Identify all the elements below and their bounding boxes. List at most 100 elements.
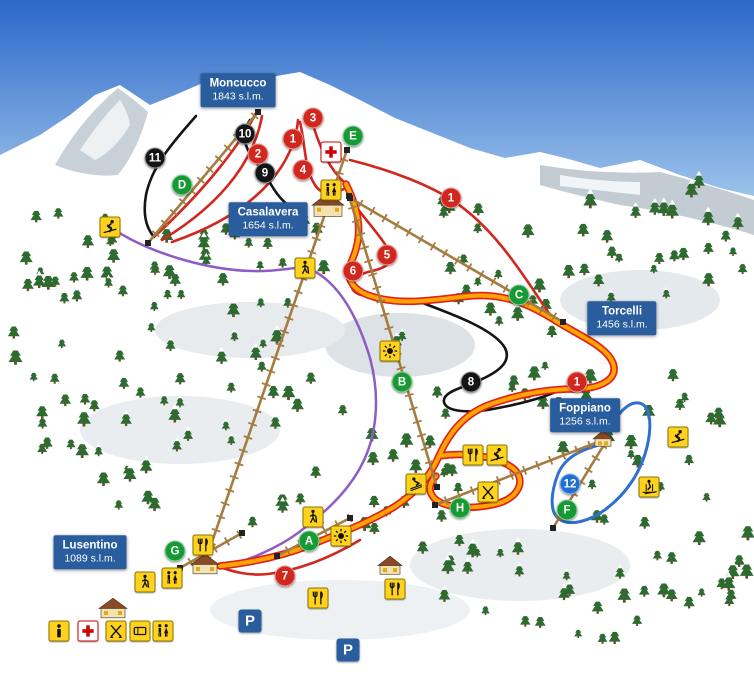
tree-icon bbox=[668, 246, 680, 262]
tree-icon bbox=[739, 558, 754, 579]
tree-icon bbox=[473, 274, 482, 287]
tree-icon bbox=[120, 409, 132, 427]
tree-icon bbox=[226, 378, 236, 393]
tree-icon bbox=[614, 250, 624, 263]
piste-marker-8: 8 bbox=[460, 371, 482, 393]
lift-marker-E: E bbox=[342, 125, 364, 147]
tree-icon bbox=[692, 525, 706, 545]
tree-icon bbox=[587, 476, 597, 490]
tree-icon bbox=[221, 418, 231, 431]
tree-icon bbox=[705, 407, 717, 425]
place-name: Foppiano bbox=[559, 402, 611, 415]
tree-icon bbox=[558, 583, 570, 601]
hut-icon bbox=[377, 555, 403, 575]
walker-icon bbox=[302, 506, 324, 528]
tree-icon bbox=[665, 584, 678, 602]
tree-icon bbox=[597, 629, 608, 644]
tree-icon bbox=[141, 485, 155, 505]
tree-icon bbox=[79, 389, 91, 405]
tree-icon bbox=[7, 321, 20, 339]
tree-icon bbox=[600, 225, 614, 243]
tree-icon bbox=[201, 252, 211, 266]
ski-lift-line bbox=[432, 439, 601, 508]
tree-icon bbox=[174, 368, 186, 385]
tree-icon bbox=[712, 402, 725, 420]
tree-icon bbox=[168, 404, 182, 423]
tree-icon bbox=[114, 496, 124, 510]
place-elevation: 1456 s.l.m. bbox=[596, 318, 648, 331]
tree-icon bbox=[508, 370, 520, 387]
tree-icon bbox=[702, 267, 716, 287]
tree-icon bbox=[701, 206, 715, 226]
tree-icon bbox=[624, 429, 638, 450]
tree-icon bbox=[267, 381, 280, 399]
tree-icon bbox=[562, 259, 576, 279]
tree-icon bbox=[69, 268, 79, 283]
tree-icon bbox=[386, 444, 400, 462]
tree-icon bbox=[728, 244, 738, 256]
tree-icon bbox=[33, 270, 46, 289]
tree-icon bbox=[496, 545, 505, 558]
tree-icon bbox=[592, 269, 605, 287]
piste-marker-2: 2 bbox=[247, 143, 269, 165]
tree-icon bbox=[256, 257, 265, 270]
place-name: Casalavera bbox=[237, 206, 299, 219]
tree-icon bbox=[674, 394, 686, 410]
tree-icon bbox=[216, 268, 230, 286]
tree-icon bbox=[733, 550, 745, 568]
tree-icon bbox=[608, 627, 621, 644]
tree-icon bbox=[256, 295, 266, 308]
skier-icon bbox=[99, 216, 121, 238]
tree-icon bbox=[444, 257, 457, 275]
tree-icon bbox=[88, 395, 100, 412]
tree-icon bbox=[19, 246, 33, 265]
tree-icon bbox=[197, 232, 211, 250]
tree-icon bbox=[472, 198, 485, 216]
place-name: Torcelli bbox=[601, 305, 643, 318]
tree-icon bbox=[574, 626, 583, 638]
tree-icon bbox=[667, 364, 679, 382]
tree-icon bbox=[249, 342, 262, 361]
tree-icon bbox=[466, 538, 480, 558]
piste-marker-6: 6 bbox=[342, 260, 364, 282]
tree-icon bbox=[53, 204, 64, 219]
tree-icon bbox=[692, 170, 705, 189]
tree-icon bbox=[511, 537, 525, 555]
tree-icon bbox=[94, 443, 104, 457]
tree-icon bbox=[720, 226, 732, 242]
piste-marker-5: 5 bbox=[376, 244, 398, 266]
tree-icon bbox=[59, 288, 70, 304]
tree-icon bbox=[614, 564, 626, 579]
xc-skier-icon bbox=[638, 476, 660, 498]
tree-icon bbox=[606, 242, 618, 258]
tree-icon bbox=[49, 369, 60, 384]
tree-icon bbox=[632, 611, 643, 626]
tree-icon bbox=[75, 438, 89, 458]
piste-marker-1: 1 bbox=[440, 187, 462, 209]
tree-icon bbox=[77, 406, 91, 427]
piste-marker-9: 9 bbox=[254, 162, 276, 184]
tree-icon bbox=[484, 297, 497, 316]
tree-icon bbox=[366, 447, 380, 466]
tree-icon bbox=[521, 219, 535, 238]
tree-icon bbox=[291, 393, 304, 412]
restaurant-icon bbox=[384, 578, 406, 600]
lift-marker-A: A bbox=[298, 530, 320, 552]
tree-icon bbox=[416, 536, 429, 554]
tree-icon bbox=[606, 289, 616, 303]
tree-icon bbox=[665, 547, 678, 564]
skier-icon bbox=[486, 444, 508, 466]
tree-icon bbox=[337, 401, 348, 416]
tree-icon bbox=[532, 273, 547, 293]
ski-school-icon bbox=[477, 481, 499, 503]
tree-icon bbox=[662, 286, 671, 299]
tree-icon bbox=[149, 298, 159, 311]
tree-icon bbox=[702, 238, 714, 255]
tree-icon bbox=[171, 437, 182, 452]
tree-icon bbox=[215, 346, 228, 364]
tree-icon bbox=[562, 568, 571, 581]
